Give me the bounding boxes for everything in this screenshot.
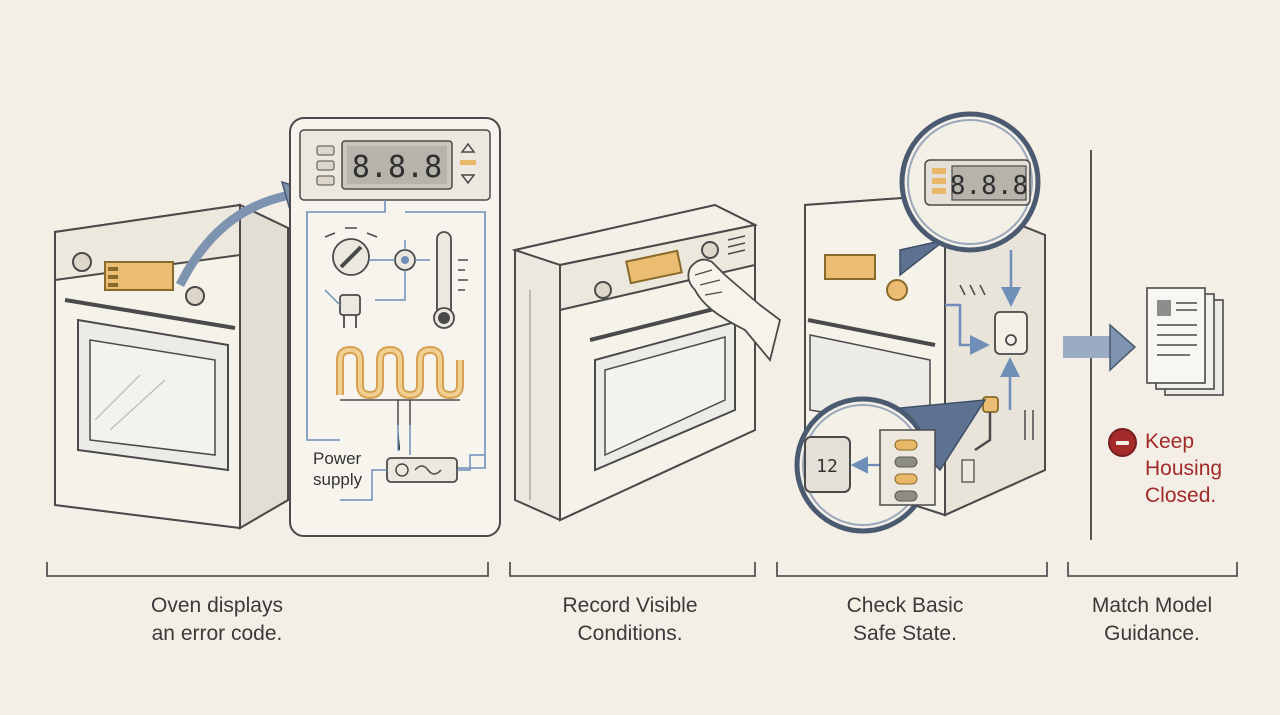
magnifier-plug-icon: 12: [794, 396, 987, 534]
no-entry-icon: [1108, 428, 1137, 457]
magnifier-display-icon: 8.8.8: [899, 111, 1041, 277]
step-4-label: Match Model Guidance.: [1091, 594, 1213, 645]
outlet-icon: [945, 250, 1028, 452]
plug-icon-text: 12: [816, 456, 838, 477]
zoom-display-code: 8.8.8: [950, 171, 1028, 201]
step-3-label: Check Basic Safe State.: [846, 594, 964, 645]
hand-icon: [687, 258, 782, 362]
step-2-label: Record Visible Conditions.: [562, 594, 698, 645]
zoom-arrow-icon: [175, 190, 291, 288]
oven-1-icon: [54, 203, 289, 530]
oven-2-icon: [511, 203, 759, 522]
wiring-panel: 8.8.8 Power supply: [289, 117, 501, 537]
step-1-label: Oven displays an error code.: [151, 594, 283, 645]
next-arrow-icon: [1063, 323, 1137, 372]
power-supply-label-line: supply: [313, 470, 363, 489]
power-supply-label: Power supply: [313, 449, 366, 489]
display-code: 8.8.8: [352, 150, 442, 185]
step-brackets: [46, 562, 1238, 577]
document-icon: [1146, 287, 1224, 396]
warning-text: Keep Housing Closed.: [1145, 430, 1223, 507]
thermometer-icon: [433, 231, 468, 329]
